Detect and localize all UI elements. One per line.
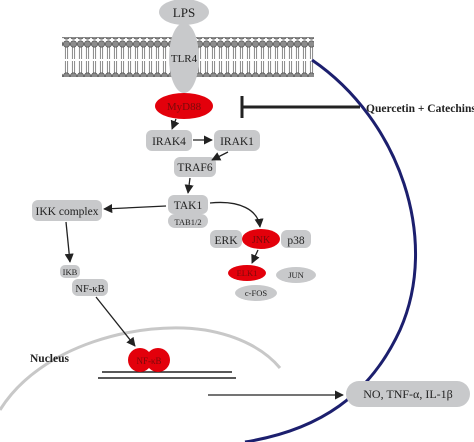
ikk-complex-node: [32, 200, 102, 221]
tlr4-receptor: [169, 23, 199, 93]
nfkb-nucleus-label: NF-κB: [136, 356, 161, 366]
arrow-tak1-ikk: [103, 204, 167, 214]
cfos-label: c-FOS: [245, 288, 267, 298]
tab12-label: TAB1/2: [174, 217, 201, 227]
arrow-traf6-tak1: [184, 177, 194, 194]
nfkb-node: [72, 279, 108, 296]
nucleus-label: Nucleus: [30, 353, 70, 365]
tak1-label: TAK1: [174, 200, 203, 212]
elk1-node: [228, 265, 266, 281]
nfkb-label: NF-κB: [75, 284, 104, 295]
irak4-label: IRAK4: [152, 136, 186, 148]
cfos-node: [235, 285, 277, 301]
ikb-label: IKB: [63, 267, 78, 277]
p38-label: p38: [287, 235, 305, 247]
output-node: [346, 381, 470, 407]
ikb-node: [60, 265, 80, 278]
myd88-label: MyD88: [167, 101, 202, 113]
jnk-node: [242, 229, 280, 249]
nfkb-nucleus-left: [128, 348, 152, 372]
traf6-label: TRAF6: [177, 162, 212, 174]
jun-node: [276, 267, 316, 283]
tak1-node: [168, 195, 208, 214]
arrow-myd88-irak4: [170, 118, 180, 130]
erk-node: [210, 230, 242, 248]
p38-node: [281, 230, 311, 248]
tab12-node: [168, 214, 208, 228]
arrow-nfkb-nucleus: [95, 296, 136, 347]
arrow-jnk-elk1: [251, 249, 260, 264]
inhibitor-label: Quercetin + Catechins: [366, 103, 474, 115]
output-label: NO, TNF-α, IL-1β: [363, 387, 453, 401]
lps-label: LPS: [173, 5, 195, 20]
jnk-label: JNK: [252, 235, 271, 246]
irak1-label: IRAK1: [220, 136, 254, 148]
irak1-node: [214, 130, 260, 151]
elk1-label: ELK1: [237, 268, 258, 278]
nucleus-envelope: [0, 326, 282, 411]
irak4-node: [146, 130, 192, 151]
tlr4-label: TLR4: [171, 53, 198, 65]
nfkb-nucleus-right: [146, 348, 170, 372]
arrow-ikk-ikb: [64, 221, 74, 263]
arrow-tak1-jnk: [209, 201, 264, 228]
myd88-node: [155, 93, 213, 119]
cell-boundary: [244, 58, 418, 442]
ikk-complex-label: IKK complex: [36, 206, 99, 218]
erk-label: ERK: [215, 235, 239, 247]
lps-node: [159, 0, 209, 25]
arrow-irak1-traf6: [211, 151, 229, 161]
jun-label: JUN: [288, 270, 304, 280]
traf6-node: [174, 157, 216, 177]
